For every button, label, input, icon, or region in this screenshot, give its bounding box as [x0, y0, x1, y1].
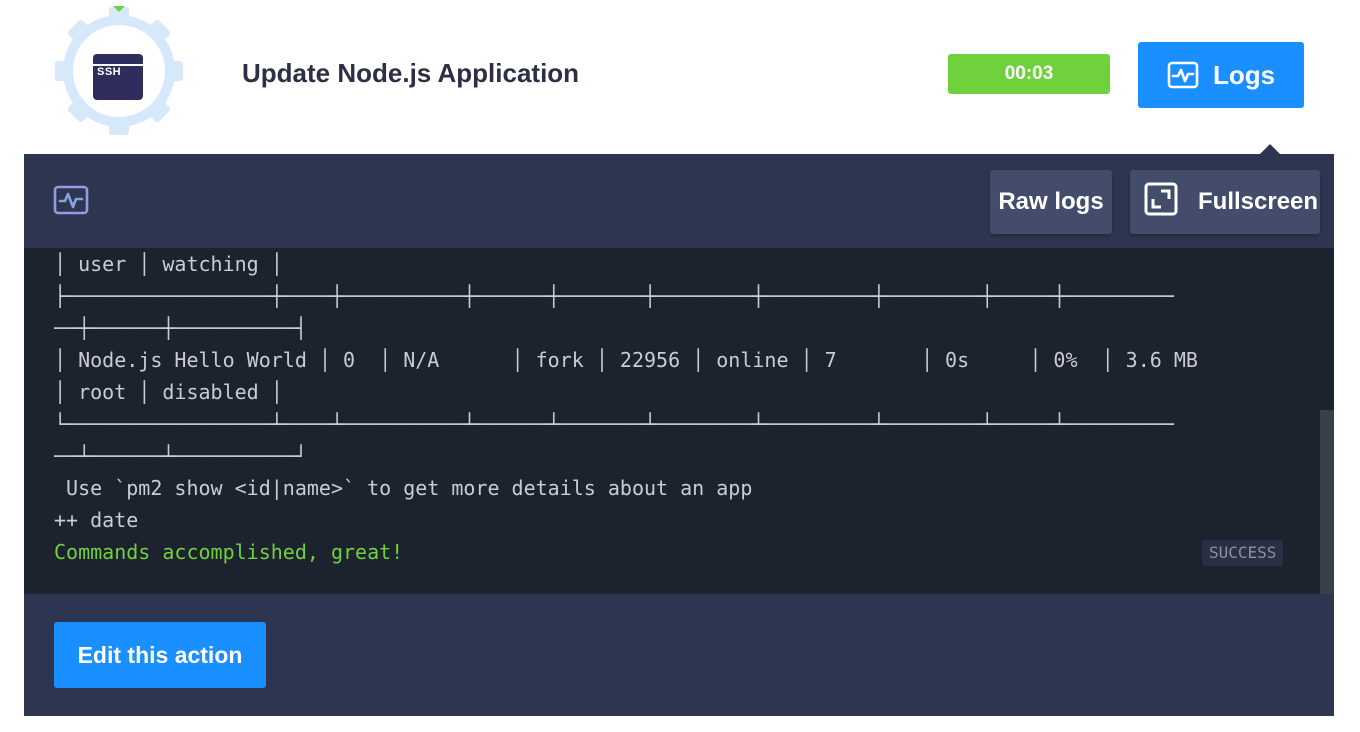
- logs-button-label: Logs: [1212, 59, 1276, 90]
- log-output[interactable]: │ user │ watching │ ├─────────────────┼─…: [24, 248, 1334, 594]
- log-line: ++ date: [54, 508, 139, 532]
- log-line: │ user │ watching │: [54, 252, 283, 276]
- log-lines: │ user │ watching │ ├─────────────────┼─…: [54, 248, 1288, 568]
- fullscreen-button[interactable]: Fullscreen: [1130, 170, 1320, 234]
- status-badge: SUCCESS: [1202, 540, 1284, 566]
- ssh-gear-icon: SSH: [54, 6, 184, 136]
- log-line: ├─────────────────┼────┼──────────┼─────…: [54, 284, 1174, 308]
- raw-logs-button[interactable]: Raw logs: [990, 170, 1112, 234]
- log-line: └─────────────────┴────┴──────────┴─────…: [54, 412, 1174, 436]
- log-line-success: Commands accomplished, great!: [54, 540, 404, 564]
- log-line: ──┴──────┴──────────┘: [54, 444, 307, 468]
- activity-icon: [53, 185, 89, 220]
- log-line: Use `pm2 show <id|name>` to get more det…: [54, 476, 753, 500]
- action-title: Update Node.js Application: [242, 58, 580, 88]
- ssh-icon-label: SSH: [97, 66, 122, 78]
- log-scrollbar[interactable]: [1320, 410, 1334, 594]
- activity-icon: [1167, 61, 1199, 89]
- edit-action-button[interactable]: Edit this action: [54, 622, 266, 688]
- logs-panel: Raw logs Fullscreen │ user │ watching │ …: [24, 154, 1334, 716]
- log-line: │ Node.js Hello World │ 0 │ N/A │ fork │…: [54, 348, 1198, 372]
- duration-badge: 00:03: [948, 54, 1110, 94]
- fullscreen-label: Fullscreen: [1198, 188, 1319, 215]
- logs-button[interactable]: Logs: [1138, 42, 1304, 108]
- ssh-terminal-icon: SSH: [93, 54, 143, 100]
- log-line: ──┼──────┼──────────┤: [54, 316, 307, 340]
- expand-icon: [1144, 182, 1178, 223]
- log-line: │ root │ disabled │: [54, 380, 283, 404]
- raw-logs-label: Raw logs: [998, 188, 1104, 215]
- panel-pointer: [1259, 144, 1281, 155]
